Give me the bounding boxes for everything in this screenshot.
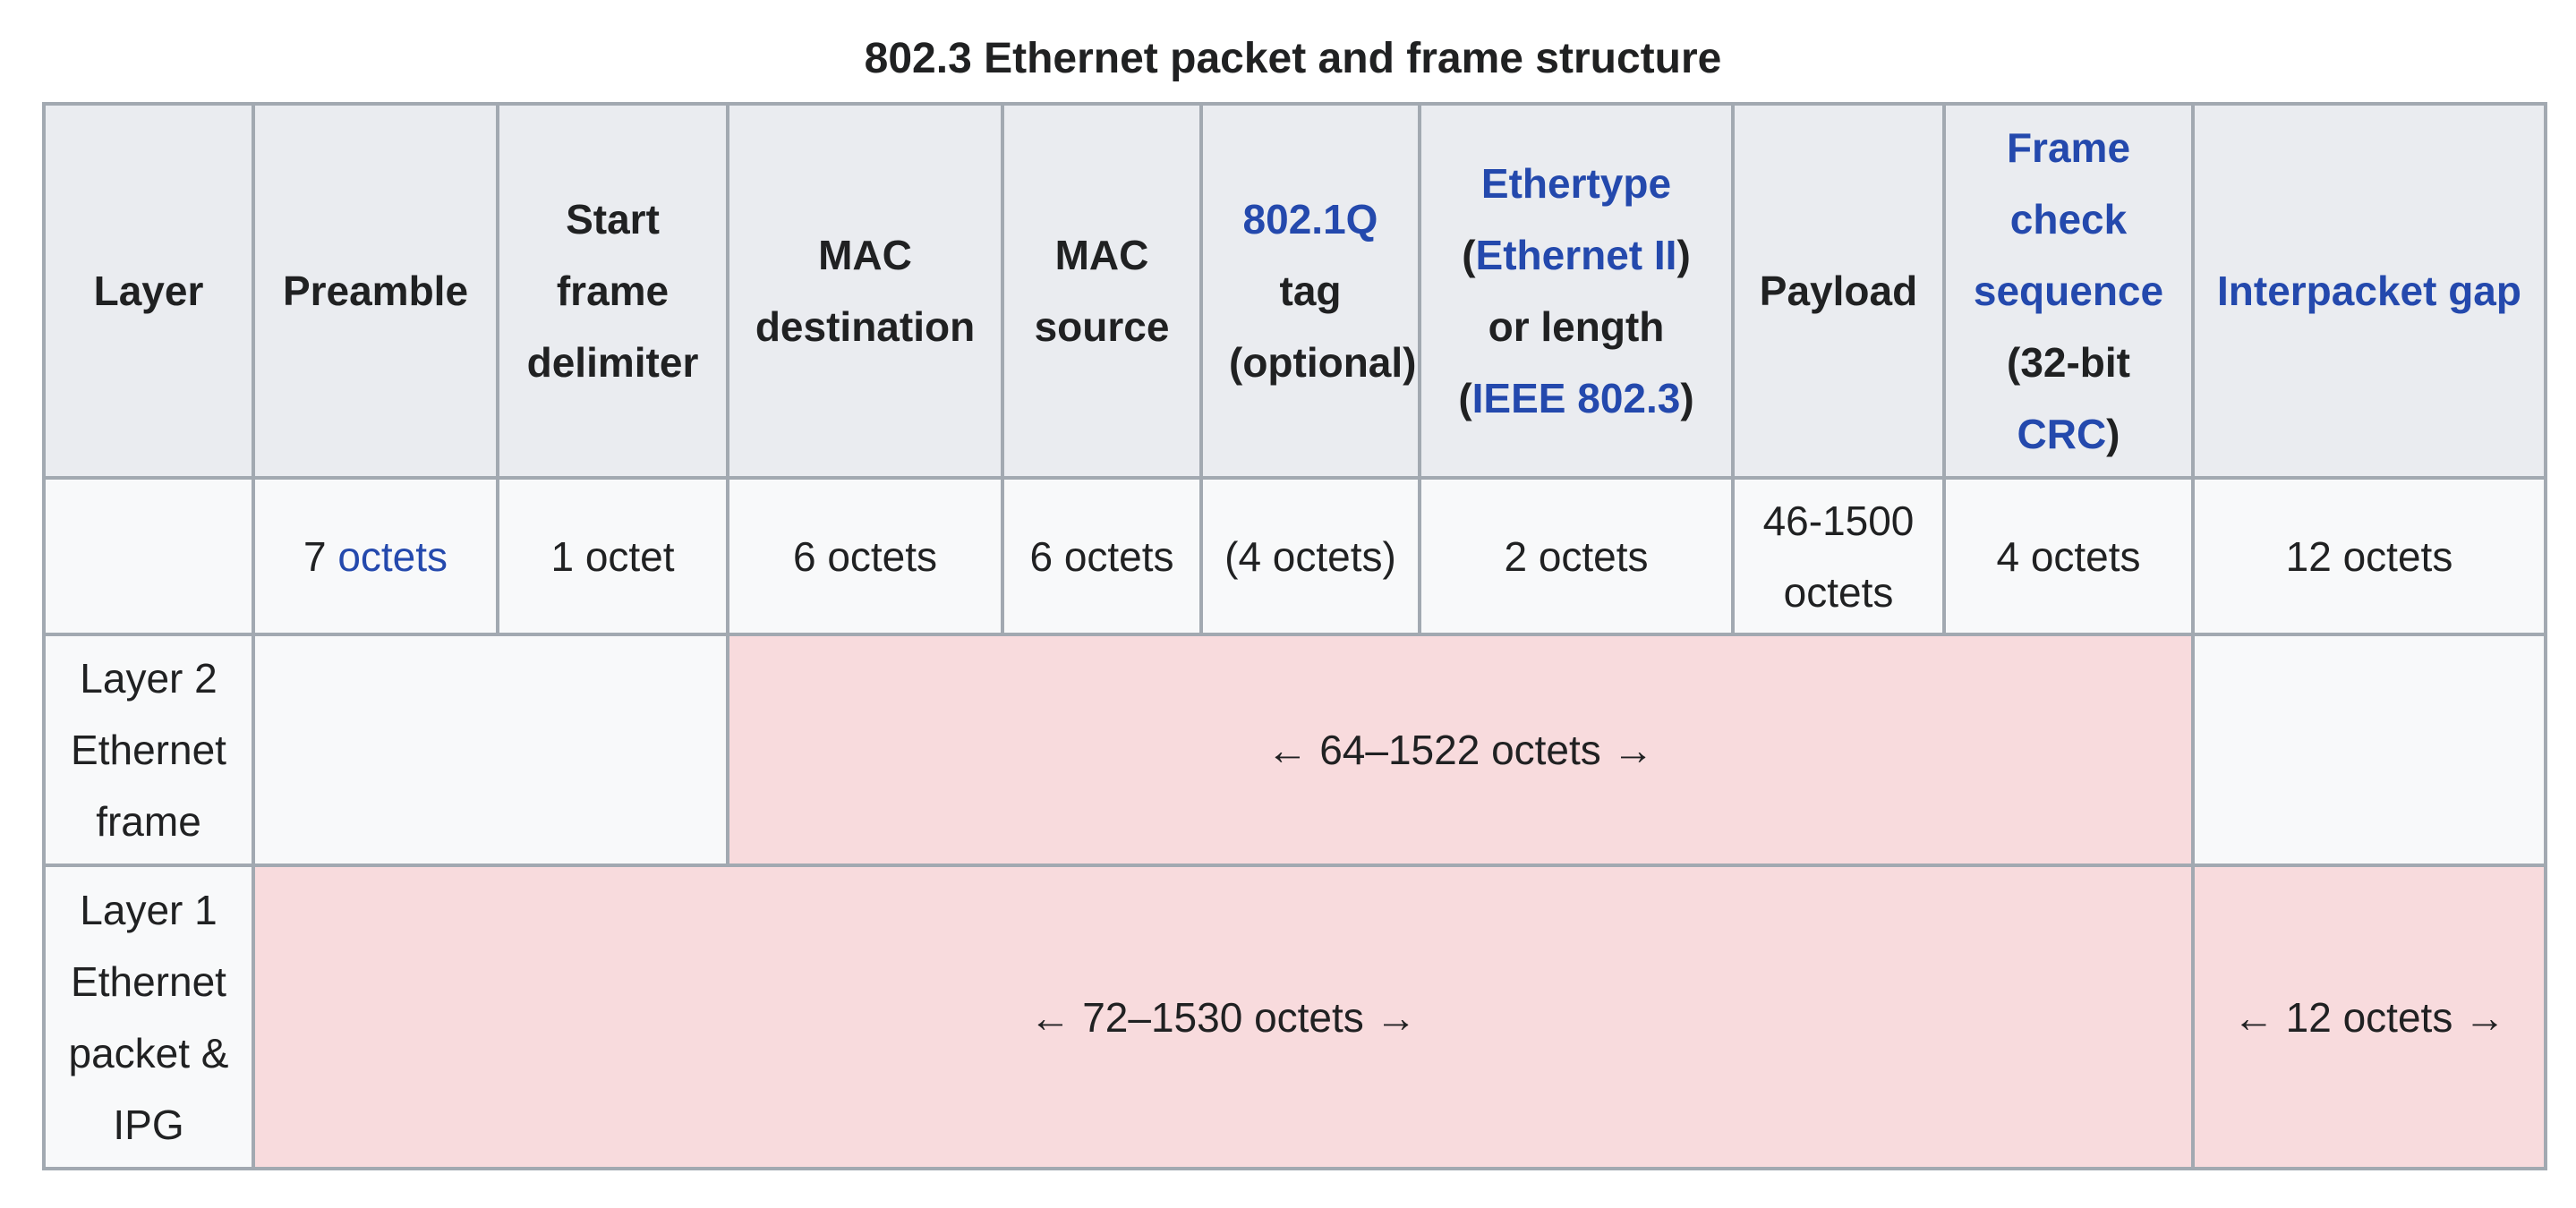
layer2-label: Layer 2 Ethernet frame [71,655,226,845]
octets-cell-layer-empty [42,476,255,636]
header-layer-label: Layer [93,268,204,314]
header-ethertype-mid: ) or length ( [1458,232,1691,421]
layer1-packet-span-cell: ← 72–1530 octets → [252,863,2195,1170]
link-ethertype[interactable]: Ethertype [1480,160,1672,207]
octets-cell-fcs: 4 octets [1942,476,2195,636]
header-ethertype-open: ( [1462,232,1476,278]
link-octets[interactable]: octets [337,532,448,580]
col-header-interpacket-gap: Interpacket gap [2191,102,2547,480]
header-sfd-label: Start frame delimiter [526,196,699,386]
header-ethertype-close: ) [1680,375,1694,421]
header-row: Layer Preamble Start frame delimiter MAC… [42,102,2547,480]
col-header-mac-destination: MAC destination [726,102,1004,480]
layer1-label-cell: Layer 1 Ethernet packet & IPG [42,863,255,1170]
layer1-ipg-span-label: ← 12 octets → [2232,993,2506,1041]
interpacket-gap-octets-value: 12 octets [2285,532,2453,580]
ethertype-octets-value: 2 octets [1504,532,1649,580]
802-1q-octets-value: (4 octets) [1224,532,1396,580]
octets-cell-start-frame-delimiter: 1 octet [496,476,729,636]
header-fcs-close: ) [2106,411,2120,457]
layer2-label-cell: Layer 2 Ethernet frame [42,633,255,867]
layer1-packet-span-label: ← 72–1530 octets → [1029,993,1417,1041]
octets-cell-mac-destination: 6 octets [726,476,1004,636]
layer2-row: Layer 2 Ethernet frame ← 64–1522 octets … [42,633,2547,867]
link-frame-check-sequence[interactable]: Frame check sequence [1973,124,2164,314]
link-ieee-802-3[interactable]: IEEE 802.3 [1471,375,1681,421]
header-mac-source-label: MAC source [1034,232,1170,350]
layer2-empty-cell [252,633,729,867]
mac-source-octets-value: 6 octets [1029,532,1174,580]
link-802-1q[interactable]: 802.1Q [1242,196,1378,242]
col-header-802-1q-tag: 802.1Q tag (optional) [1199,102,1421,480]
header-preamble-label: Preamble [282,268,469,314]
mac-destination-octets-value: 6 octets [792,532,938,580]
layer1-row: Layer 1 Ethernet packet & IPG ← 72–1530 … [42,863,2547,1170]
col-header-ethertype: Ethertype (Ethernet II) or length (IEEE … [1418,102,1735,480]
layer1-label: Layer 1 Ethernet packet & IPG [68,886,229,1148]
layer1-ipg-span-cell: ← 12 octets → [2191,863,2547,1170]
link-crc[interactable]: CRC [2017,411,2107,457]
col-header-frame-check-sequence: Frame check sequence (32-bit CRC) [1942,102,2195,480]
octets-cell-payload: 46-1500 octets [1731,476,1946,636]
ethernet-frame-structure-table: Layer Preamble Start frame delimiter MAC… [42,102,2547,1170]
header-payload-label: Payload [1759,268,1918,314]
table-title: 802.3 Ethernet packet and frame structur… [864,35,1722,82]
header-fcs-open: (32-bit [2007,339,2130,386]
preamble-octets-num: 7 [303,532,338,580]
octets-cell-preamble: 7 octets [252,476,499,636]
octets-cell-802-1q: (4 octets) [1199,476,1421,636]
layer2-frame-span-cell: ← 64–1522 octets → [726,633,2195,867]
octets-cell-ethertype: 2 octets [1418,476,1735,636]
col-header-mac-source: MAC source [1001,102,1203,480]
col-header-start-frame-delimiter: Start frame delimiter [496,102,729,480]
payload-octets-value: 46-1500 octets [1762,497,1915,616]
col-header-payload: Payload [1731,102,1946,480]
octets-cell-interpacket-gap: 12 octets [2191,476,2547,636]
layer2-interpacket-empty-cell [2191,633,2547,867]
sfd-octets-value: 1 octet [550,532,675,580]
link-ethernet-ii[interactable]: Ethernet II [1475,232,1677,278]
layer2-frame-span-label: ← 64–1522 octets → [1267,727,1654,773]
col-header-layer: Layer [42,102,255,480]
col-header-preamble: Preamble [252,102,499,480]
fcs-octets-value: 4 octets [1996,532,2141,580]
header-mac-destination-label: MAC destination [755,232,976,350]
header-802-1q-rest: tag (optional) [1229,268,1417,386]
octets-cell-mac-source: 6 octets [1001,476,1203,636]
link-interpacket-gap[interactable]: Interpacket gap [2217,268,2521,314]
octet-sizes-row: 7 octets 1 octet 6 octets 6 octets (4 oc… [42,476,2547,636]
